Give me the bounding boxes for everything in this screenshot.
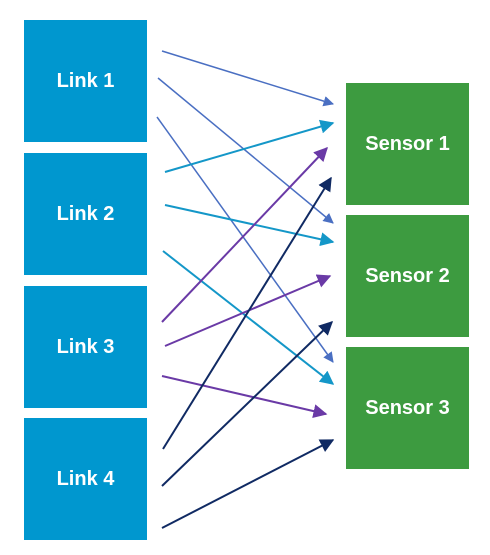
arrow-link2-sensor1: [164, 119, 335, 173]
link-3-box: Link 3: [24, 286, 147, 408]
sensor-2-label: Sensor 2: [365, 264, 450, 287]
link-1-box: Link 1: [24, 20, 147, 142]
sensor-1-label: Sensor 1: [365, 132, 450, 155]
sensor-1-box: Sensor 1: [346, 83, 469, 205]
arrow-link1-sensor1: [161, 50, 335, 107]
arrow-link2-sensor3: [162, 250, 335, 385]
link-1-label: Link 1: [56, 69, 115, 92]
arrow-link4-sensor1: [162, 176, 332, 450]
arrow-link1-sensor3: [156, 116, 334, 363]
sensor-3-box: Sensor 3: [346, 347, 469, 469]
arrow-link4-sensor3: [161, 439, 335, 529]
arrow-link2-sensor2: [164, 204, 335, 247]
arrow-link3-sensor1: [161, 146, 328, 323]
link-2-label: Link 2: [56, 202, 115, 225]
link-4-label: Link 4: [56, 467, 115, 490]
sensor-2-box: Sensor 2: [346, 215, 469, 337]
arrow-link3-sensor3: [161, 375, 328, 418]
sensor-3-label: Sensor 3: [365, 396, 450, 419]
link-4-box: Link 4: [24, 418, 147, 540]
arrow-link4-sensor2: [161, 321, 334, 487]
link-3-label: Link 3: [56, 335, 115, 358]
link-2-box: Link 2: [24, 153, 147, 275]
arrow-link1-sensor2: [157, 77, 334, 224]
